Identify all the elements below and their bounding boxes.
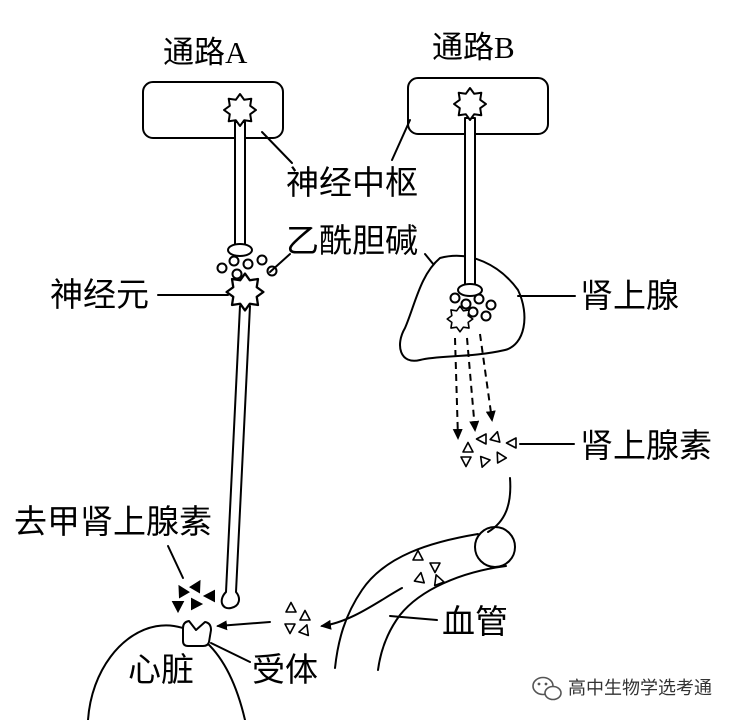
vesicle bbox=[449, 292, 461, 304]
adrenal-gland-label: 肾上腺 bbox=[580, 278, 679, 315]
norepinephrine-molecules bbox=[172, 577, 215, 613]
blood-vessel-wall-outer bbox=[334, 533, 479, 669]
axon-a-upper bbox=[234, 121, 246, 247]
axon-terminal-a bbox=[227, 243, 253, 257]
epinephrine-molecule bbox=[462, 441, 474, 453]
vesicle bbox=[467, 306, 479, 318]
axon-a-lower bbox=[220, 305, 251, 610]
epinephrine-molecule bbox=[285, 601, 297, 613]
wechat-icon bbox=[532, 676, 562, 701]
norepinephrine-molecule bbox=[203, 590, 215, 602]
epinephrine-molecule bbox=[284, 623, 296, 635]
epinephrine-in-blood bbox=[412, 549, 445, 587]
epinephrine-molecule bbox=[298, 622, 313, 637]
nerve-center-label: 神经中枢 bbox=[286, 165, 418, 202]
blood-transport-arrow bbox=[320, 587, 403, 630]
neuron-soma-a-upper bbox=[223, 93, 257, 127]
epinephrine-entry-line bbox=[487, 477, 512, 533]
epinephrine-molecule bbox=[413, 570, 427, 584]
heart-label: 心脏 bbox=[128, 652, 194, 689]
neuron-soma-b bbox=[453, 87, 487, 121]
norepinephrine-molecule bbox=[172, 601, 184, 613]
pathway-a-title: 通路A bbox=[163, 35, 248, 70]
axon-b bbox=[464, 117, 476, 287]
epinephrine-molecule bbox=[429, 562, 441, 574]
epinephrine-molecule bbox=[299, 609, 311, 621]
epinephrine-molecule bbox=[475, 433, 487, 445]
vesicle bbox=[480, 310, 492, 322]
vesicle bbox=[228, 255, 240, 267]
neuron-label: 神经元 bbox=[50, 277, 149, 314]
secretion-arrow bbox=[479, 333, 496, 422]
acetylcholine-pointer-a bbox=[269, 253, 291, 273]
axon-terminal-b bbox=[457, 283, 483, 297]
epinephrine-label: 肾上腺素 bbox=[580, 428, 712, 465]
watermark-text: 高中生物学选考通 bbox=[568, 678, 712, 699]
norepinephrine-molecule bbox=[173, 582, 190, 599]
norepinephrine-label: 去甲肾上腺素 bbox=[14, 504, 212, 541]
secretion-arrow bbox=[452, 337, 463, 440]
heart-outline bbox=[87, 624, 246, 720]
epinephrine-near-heart bbox=[284, 601, 313, 637]
vesicle bbox=[231, 268, 243, 280]
blood-vessel-label: 血管 bbox=[442, 604, 508, 641]
epinephrine-molecules bbox=[460, 429, 517, 470]
epinephrine-molecule bbox=[476, 455, 491, 470]
vesicle bbox=[473, 293, 485, 305]
nerve-center-pointer-a bbox=[261, 131, 293, 164]
acetylcholine-label: 乙酰胆碱 bbox=[286, 223, 418, 260]
vesicle bbox=[256, 254, 268, 266]
receptor bbox=[182, 620, 212, 647]
epinephrine-molecule bbox=[489, 429, 504, 443]
acetylcholine-vesicles-a bbox=[216, 254, 278, 280]
secretion-arrow bbox=[466, 337, 480, 432]
epinephrine-molecule bbox=[412, 549, 424, 561]
epinephrine-molecule bbox=[505, 437, 517, 449]
epinephrine-molecule bbox=[460, 456, 472, 468]
epinephrine-molecule bbox=[492, 448, 508, 464]
norepinephrine-pointer bbox=[167, 545, 184, 579]
pathway-b-title: 通路B bbox=[432, 30, 515, 65]
blood-vessel-wall-inner bbox=[377, 565, 507, 671]
norepinephrine-molecule bbox=[189, 577, 206, 594]
vesicle bbox=[242, 258, 254, 270]
receptor-label: 受体 bbox=[252, 652, 318, 689]
receptor-pointer bbox=[210, 642, 251, 663]
norepinephrine-molecule bbox=[191, 598, 203, 610]
nerve-center-pointer-b bbox=[391, 119, 411, 161]
neuron-soma-a-lower bbox=[225, 272, 265, 312]
blood-vessel-pointer bbox=[389, 615, 438, 621]
receptor-binding-arrow bbox=[216, 620, 271, 631]
vesicle bbox=[485, 299, 497, 311]
vesicle bbox=[216, 262, 228, 274]
blood-vessel-opening bbox=[474, 526, 516, 568]
adrenal-medulla-cell bbox=[446, 305, 474, 333]
nerve-center-box-a bbox=[142, 81, 284, 139]
vesicle bbox=[460, 298, 472, 310]
